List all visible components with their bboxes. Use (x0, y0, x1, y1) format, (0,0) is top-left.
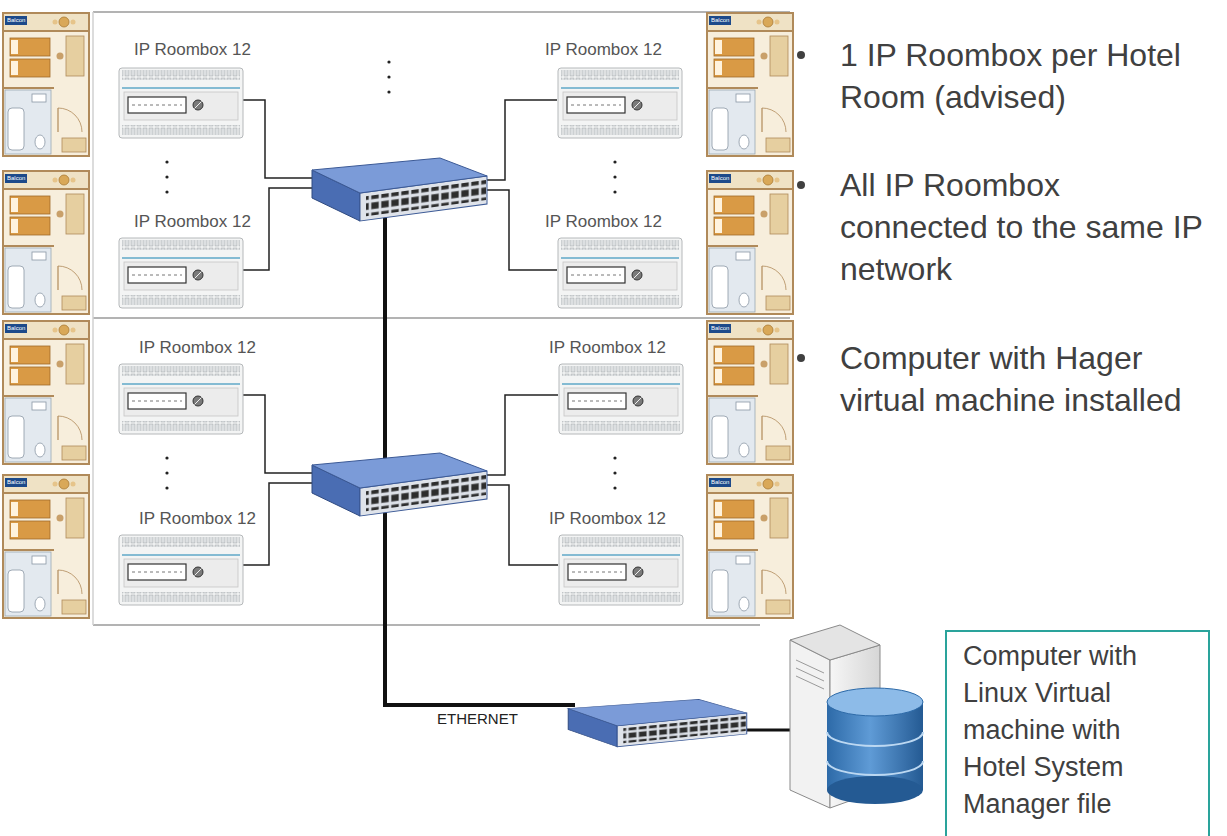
roombox-label: IP Roombox 12 (547, 509, 668, 529)
ethernet-label: ETHERNET (437, 710, 518, 727)
balcony-tag: Balcon (5, 16, 27, 25)
database-icon (827, 688, 923, 804)
balcony-tag: Balcon (709, 16, 731, 25)
roombox-label: IP Roombox 12 (543, 212, 664, 232)
device-name: IP Roombox 12 (134, 212, 251, 232)
note-text: Computer with Linux Virtual machine with… (963, 638, 1163, 823)
floor-lines (93, 12, 790, 625)
room-plan (707, 321, 793, 464)
device-name: IP Roombox 12 (549, 509, 666, 529)
ellipsis-dots (165, 60, 616, 489)
balcony-tag: Balcon (5, 324, 27, 333)
roombox-device (119, 364, 243, 434)
bullet-text: 1 IP Roombox per Hotel Room (advised) (840, 34, 1205, 118)
room-plan (707, 171, 793, 314)
roombox-label: IP Roombox 12 (137, 509, 258, 529)
room-plan (3, 13, 89, 156)
roombox-devices (119, 68, 683, 605)
device-name: IP Roombox 12 (139, 509, 256, 529)
balcony-tag: Balcon (5, 478, 27, 487)
network-switch (568, 700, 747, 747)
roombox-device (559, 535, 683, 605)
roombox-device (558, 238, 682, 308)
device-name: IP Roombox 12 (545, 212, 662, 232)
roombox-device (558, 68, 682, 138)
roombox-device (119, 238, 243, 308)
device-wires (243, 100, 558, 565)
room-plan (707, 13, 793, 156)
room-plan (707, 475, 793, 618)
bullet-markers (797, 51, 805, 362)
device-name: IP Roombox 12 (545, 40, 662, 60)
balcony-tag: Balcon (5, 174, 27, 183)
roombox-device (559, 364, 683, 434)
bullet-text: Computer with Hager virtual machine inst… (840, 337, 1205, 421)
balcony-tag: Balcon (709, 324, 731, 333)
roombox-label: IP Roombox 12 (137, 338, 258, 358)
roombox-label: IP Roombox 12 (132, 40, 253, 60)
roombox-label: IP Roombox 12 (132, 212, 253, 232)
server-link (745, 729, 790, 732)
network-switch (312, 158, 487, 221)
device-name: IP Roombox 12 (139, 338, 256, 358)
roombox-label: IP Roombox 12 (543, 40, 664, 60)
room-plan (3, 475, 89, 618)
roombox-device (119, 68, 243, 138)
balcony-tag: Balcon (709, 478, 731, 487)
room-plan (3, 171, 89, 314)
network-switch (312, 453, 487, 516)
hotel-rooms (3, 13, 793, 618)
device-name: IP Roombox 12 (549, 338, 666, 358)
roombox-device (119, 535, 243, 605)
balcony-tag: Balcon (709, 174, 731, 183)
room-plan (3, 321, 89, 464)
server-note-box: Computer with Linux Virtual machine with… (945, 630, 1210, 836)
device-name: IP Roombox 12 (134, 40, 251, 60)
bullet-text: All IP Roombox connected to the same IP … (840, 164, 1205, 290)
roombox-label: IP Roombox 12 (547, 338, 668, 358)
